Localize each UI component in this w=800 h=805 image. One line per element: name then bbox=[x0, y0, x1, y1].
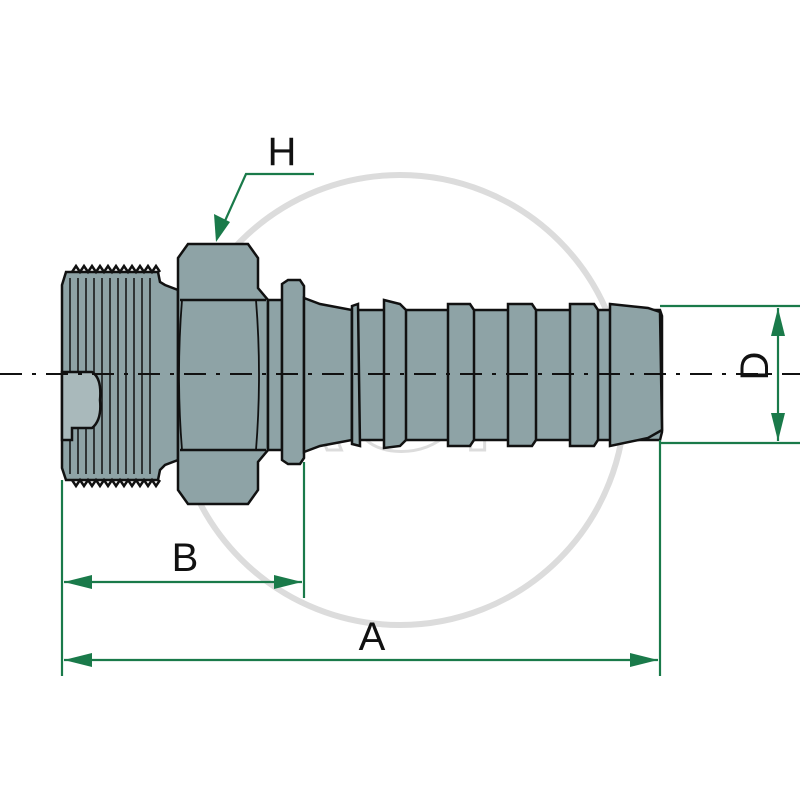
label-h: H bbox=[268, 130, 297, 174]
dimension-b bbox=[64, 575, 302, 589]
threaded-end bbox=[60, 263, 180, 489]
dimension-d bbox=[771, 308, 785, 441]
label-a: A bbox=[359, 615, 386, 659]
dimensions bbox=[60, 172, 800, 676]
hose-fitting bbox=[60, 242, 664, 506]
dimension-a bbox=[64, 653, 658, 667]
label-d: D bbox=[733, 352, 777, 381]
leader-h bbox=[214, 172, 314, 242]
label-b: B bbox=[172, 536, 199, 580]
collar bbox=[280, 278, 306, 466]
